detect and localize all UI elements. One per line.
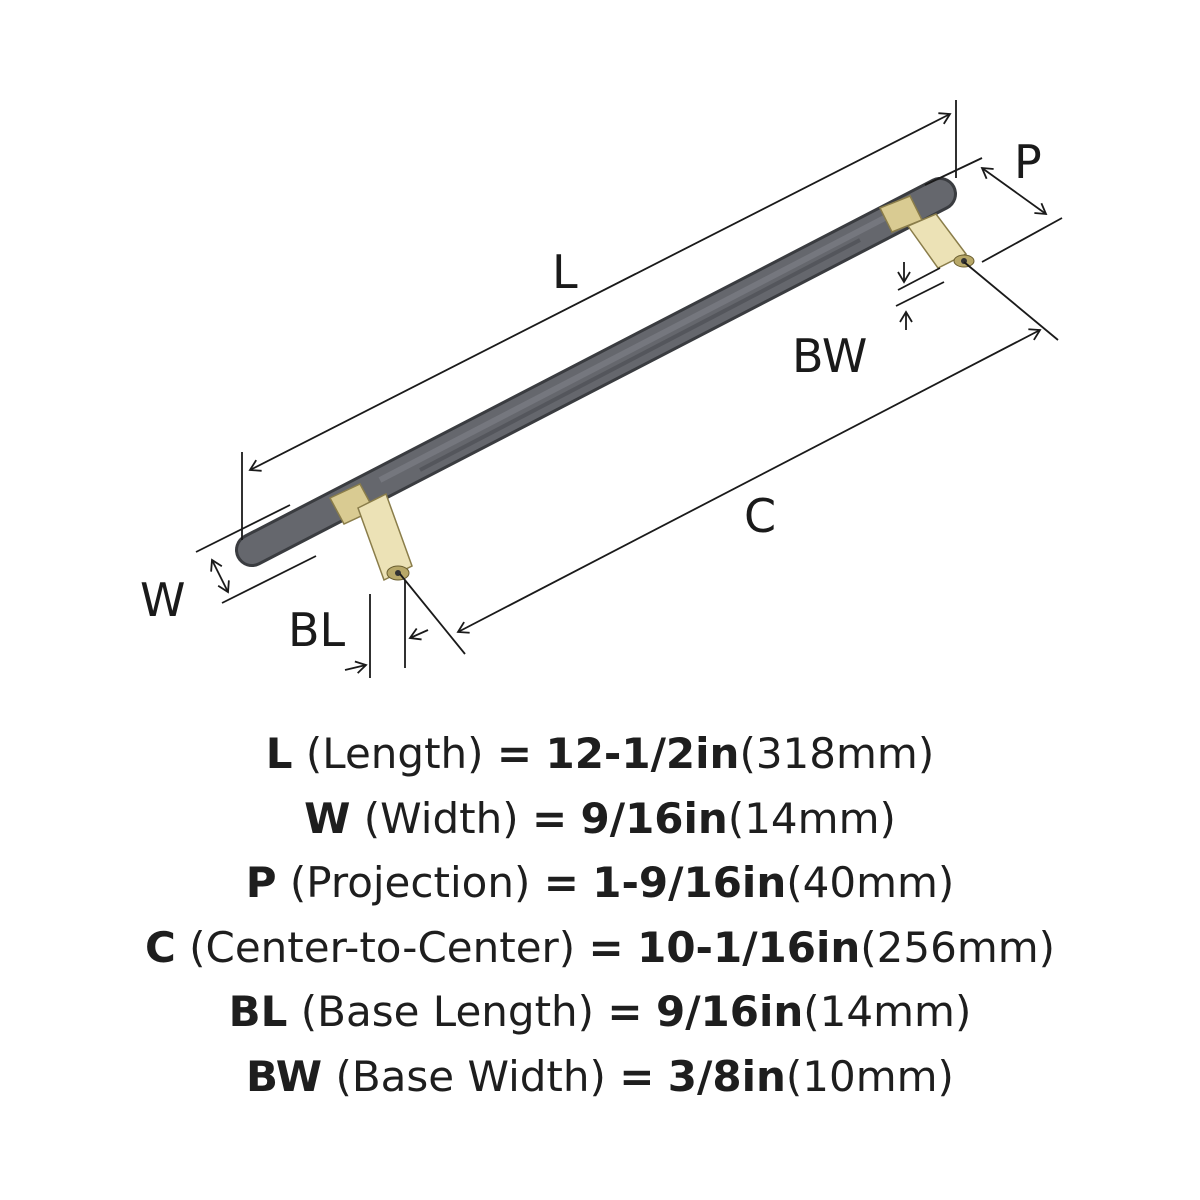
left-base	[328, 483, 413, 582]
spec-base-width: BW (Base Width) = 3/8in(10mm)	[246, 1051, 954, 1101]
spec-width: W (Width) = 9/16in(14mm)	[304, 793, 896, 843]
label-C: C	[744, 489, 776, 543]
spec-projection: P (Projection) = 1-9/16in(40mm)	[245, 858, 955, 907]
dimension-lines	[195, 100, 1063, 678]
spec-length: L (Length) = 12-1/2in(318mm)	[265, 729, 935, 778]
handle-dimension-diagram: L W P C BL BW	[140, 100, 1063, 678]
dimension-specs: L (Length) = 12-1/2in(318mm) W (Width) =…	[0, 722, 1200, 1109]
label-W: W	[140, 573, 185, 627]
label-P: P	[1014, 135, 1042, 189]
spec-center-to-center: C (Center-to-Center) = 10-1/16in(256mm)	[144, 922, 1056, 972]
label-BL: BL	[288, 603, 346, 657]
label-BW: BW	[792, 329, 867, 383]
spec-base-length: BL (Base Length) = 9/16in(14mm)	[228, 987, 972, 1036]
label-L: L	[552, 245, 578, 299]
